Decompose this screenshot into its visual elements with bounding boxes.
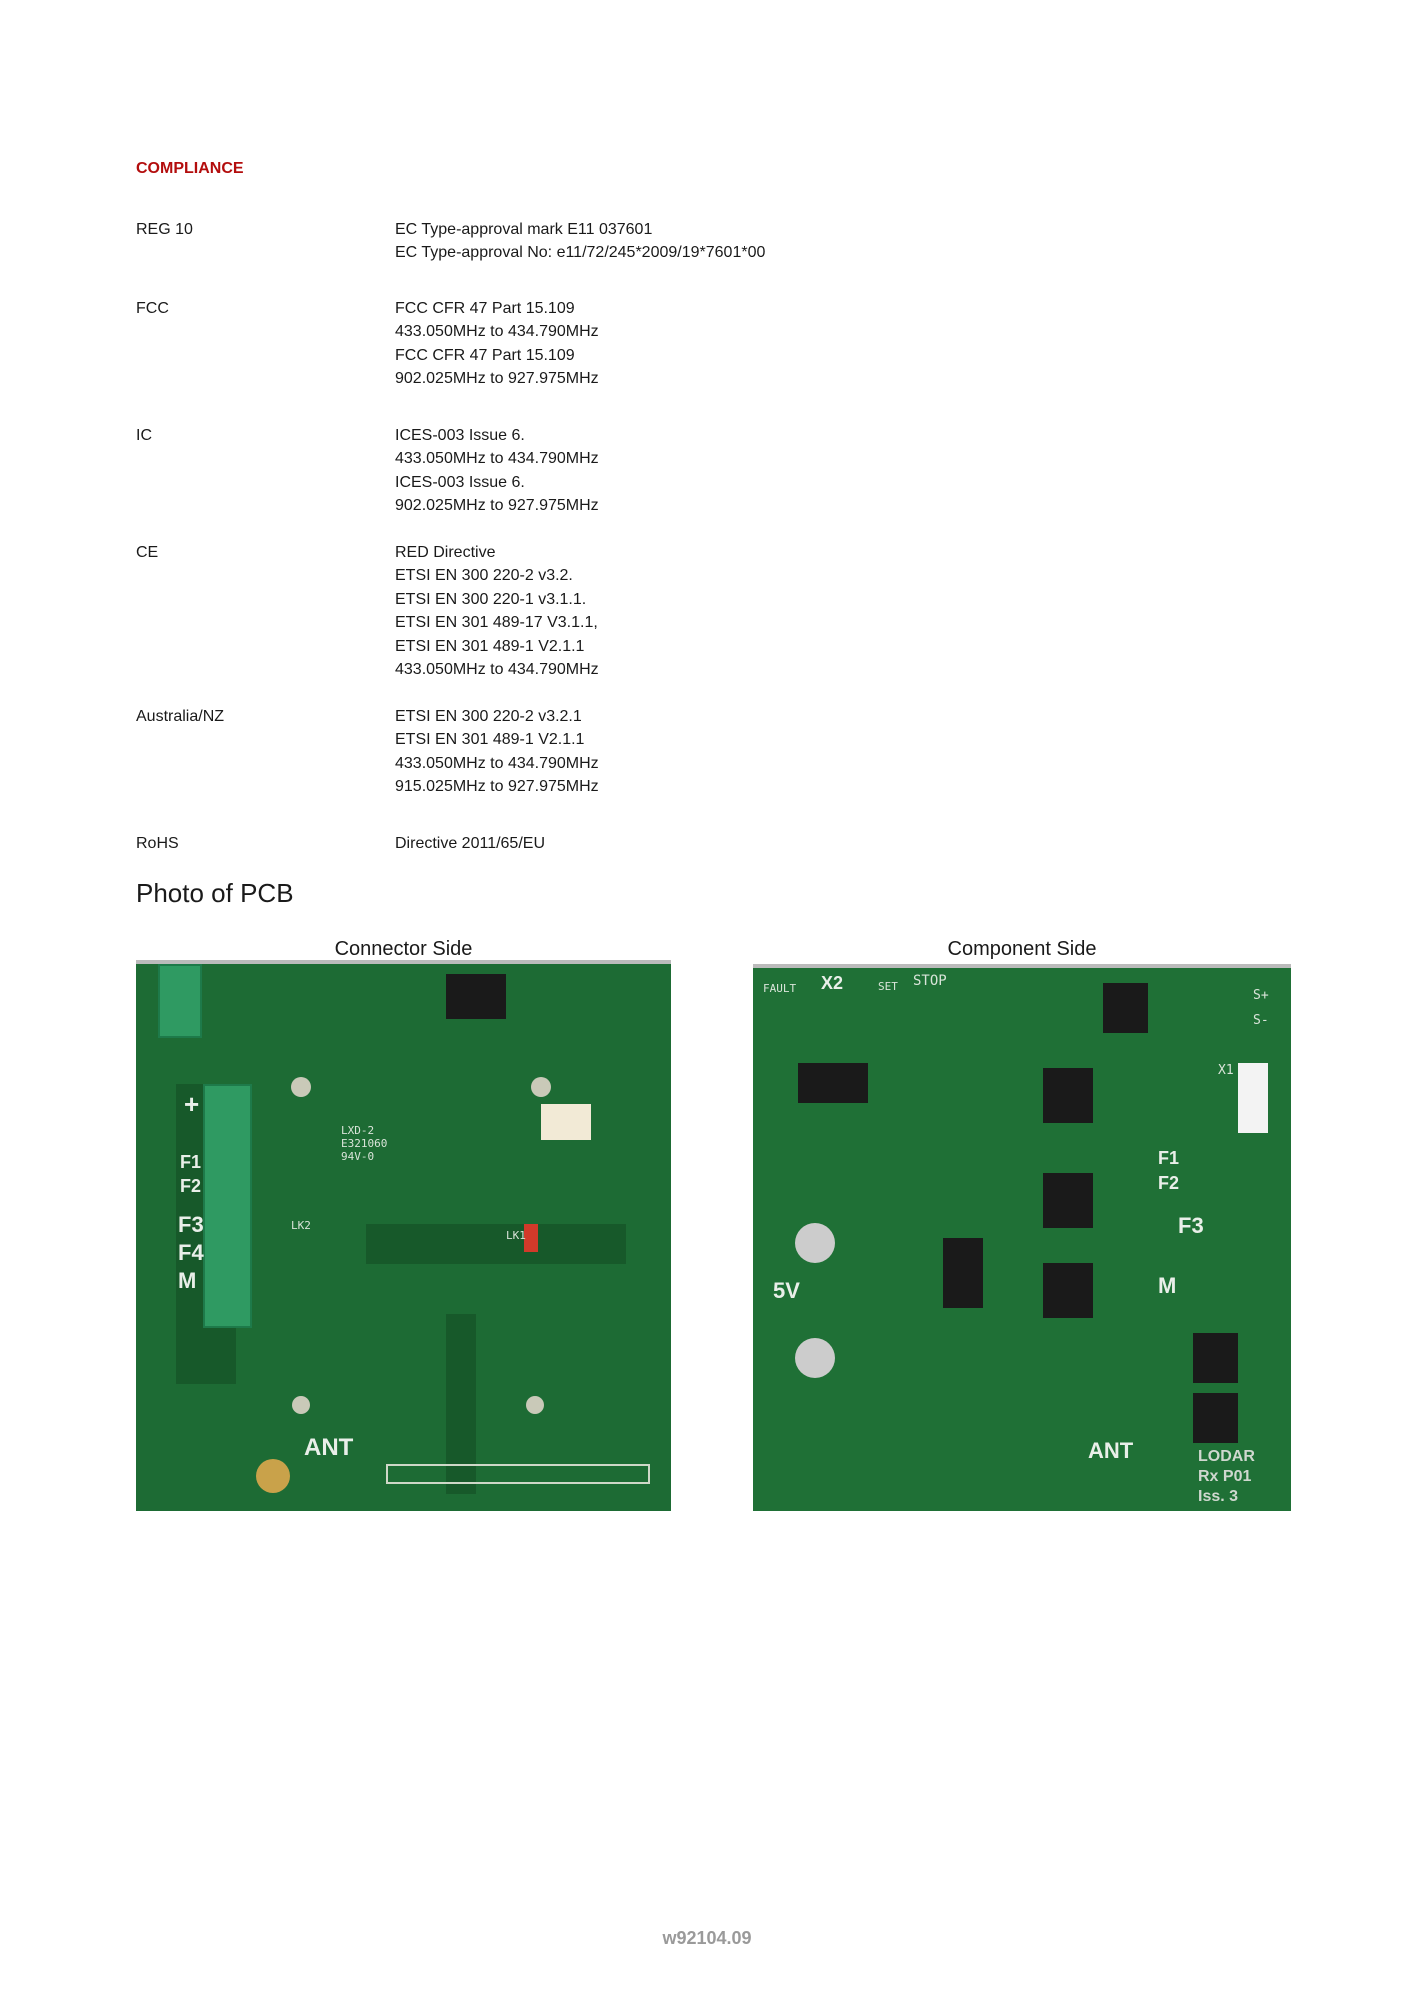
mark-s-plus: S+ — [1253, 988, 1269, 1003]
standard-label: REG 10 — [136, 221, 193, 238]
mark-m: M — [1158, 1273, 1177, 1298]
standard-value-line: 433.050MHz to 434.790MHz — [395, 754, 599, 772]
power-connector — [446, 974, 506, 1019]
photo-section-title: Photo of PCB — [136, 878, 294, 908]
standard-value-line: ICES-003 Issue 6. — [395, 473, 525, 491]
component-side-caption: Component Side — [947, 938, 1097, 960]
standard-label: FCC — [136, 300, 169, 317]
mark-5v: 5V — [773, 1278, 800, 1303]
mark-stop: STOP — [913, 973, 947, 989]
mark-f4: F4 — [178, 1240, 204, 1265]
rf-module — [386, 1464, 650, 1484]
standard-values: FCC CFR 47 Part 15.109 433.050MHz to 434.… — [395, 297, 995, 391]
standard-value-line: 915.025MHz to 927.975MHz — [395, 778, 599, 796]
standard-value-line: ICES-003 Issue 6. — [395, 427, 525, 444]
capacitor — [795, 1338, 835, 1378]
mark-f1: F1 — [180, 1152, 202, 1172]
mark-f1: F1 — [1158, 1148, 1180, 1168]
mark-lk1: LK1 — [506, 1229, 526, 1242]
mark-ul: LXD-2 E321060 94V-0 — [341, 1124, 388, 1163]
mark-ant: ANT — [304, 1434, 354, 1461]
sensor-connector — [158, 964, 202, 1038]
connector-side-caption: Connector Side — [334, 938, 473, 960]
standard-value-line: ETSI EN 301 489-1 V2.1.1 — [395, 637, 585, 655]
white-connector — [1238, 1063, 1268, 1133]
mark-plus: + — [184, 1089, 200, 1119]
standard-value-line: 433.050MHz to 434.790MHz — [395, 661, 599, 679]
standard-value-line: 902.025MHz to 927.975MHz — [395, 370, 599, 388]
standard-label: IC — [136, 427, 152, 444]
antenna-sma-connector — [256, 1459, 290, 1493]
standard-value-line: ETSI EN 301 489-1 V2.1.1 — [395, 731, 585, 749]
standard-value-line: RED Directive — [395, 544, 496, 561]
mark-fault: FAULT — [763, 982, 797, 995]
standard-value-line: FCC CFR 47 Part 15.109 — [395, 300, 575, 317]
standard-value-line: ETSI EN 300 220-2 v3.2.1 — [395, 708, 582, 725]
standard-value-line: ETSI EN 301 489-17 V3.1.1, — [395, 614, 598, 632]
standard-label: Australia/NZ — [136, 708, 225, 725]
standard-value-line: FCC CFR 47 Part 15.109 — [395, 346, 575, 364]
standard-values: Directive 2011/65/EU — [395, 832, 995, 855]
document-footer-code: w92104.09 — [662, 1928, 752, 1948]
mark-s-minus: S- — [1253, 1013, 1269, 1028]
mark-set: SET — [878, 980, 898, 993]
standard-value-line: 433.050MHz to 434.790MHz — [395, 450, 599, 468]
mark-m: M — [178, 1268, 197, 1293]
white-header — [541, 1104, 591, 1140]
standard-values: ICES-003 Issue 6. 433.050MHz to 434.790MH… — [395, 424, 995, 518]
pcb-photo-component-side: X2 STOP SET FAULT 5V ANT LODAR Rx P01 Is… — [753, 964, 1291, 1511]
compliance-heading: COMPLIANCE — [136, 160, 244, 177]
mark-f3: F3 — [1178, 1213, 1204, 1238]
mark-lk2: LK2 — [291, 1219, 311, 1232]
capacitor — [795, 1223, 835, 1263]
pcb-photo-connector-side: + F1 F2 F3 F4 M ANT LK2 LK1 LXD-2 E32106… — [136, 960, 671, 1511]
standard-label: CE — [136, 544, 159, 561]
mark-iss: Iss. 3 — [1198, 1488, 1239, 1505]
mark-f2: F2 — [180, 1176, 202, 1196]
output-connector — [203, 1084, 252, 1328]
mark-x2: X2 — [821, 973, 844, 993]
standard-value-line: ETSI EN 300 220-2 v3.2. — [395, 567, 573, 585]
standard-value-line: ETSI EN 300 220-1 v3.1.1. — [395, 590, 587, 608]
standard-value-line: 902.025MHz to 927.975MHz — [395, 497, 599, 515]
standard-label: RoHS — [136, 835, 179, 852]
red-jumper — [524, 1224, 538, 1252]
mark-lodar: LODAR — [1198, 1448, 1255, 1465]
mark-f2: F2 — [1158, 1173, 1180, 1193]
standard-value-line: EC Type-approval No: e11/72/245*2009/19*… — [395, 244, 766, 262]
mark-ant: ANT — [1088, 1438, 1134, 1463]
mark-f3: F3 — [178, 1212, 204, 1237]
standard-value-line: Directive 2011/65/EU — [395, 835, 545, 852]
mark-x1: X1 — [1218, 1063, 1234, 1078]
standard-value-line: 433.050MHz to 434.790MHz — [395, 323, 599, 341]
standard-values: EC Type-approval mark E11 037601 EC Type-… — [395, 218, 995, 265]
mark-rx: Rx P01 — [1198, 1468, 1252, 1485]
standard-value-line: EC Type-approval mark E11 037601 — [395, 221, 653, 238]
